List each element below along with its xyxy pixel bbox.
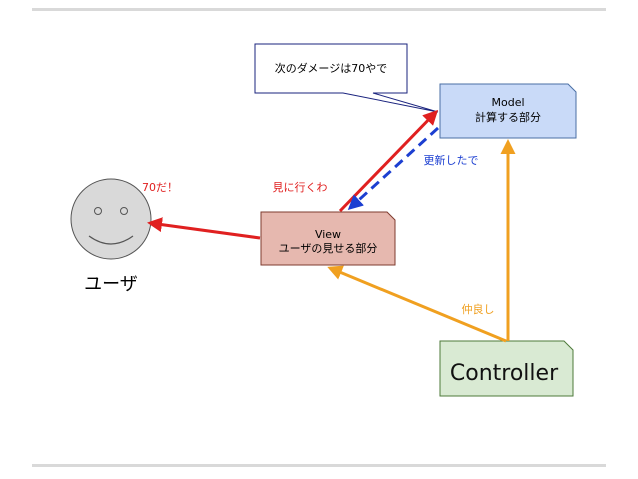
- top-divider: [32, 8, 606, 11]
- model-subtitle: 計算する部分: [475, 110, 541, 124]
- user-node: ユーザ: [70, 178, 152, 295]
- controller-label: Controller: [450, 361, 559, 386]
- arrow-controller-to-view: [327, 265, 507, 343]
- view-box: [260, 211, 396, 266]
- smiley-face-icon: [70, 178, 152, 260]
- label-view-to-user: 70だ！: [142, 181, 178, 194]
- label-controller-to-view: 仲良し: [462, 302, 495, 316]
- smiley-right-eye: [120, 207, 128, 215]
- model-box: [439, 83, 577, 139]
- model-node: Model 計算する部分: [439, 83, 577, 139]
- model-title: Model: [491, 96, 524, 109]
- view-subtitle: ユーザの見せる部分: [279, 241, 378, 255]
- user-label: ユーザ: [84, 274, 138, 295]
- bottom-divider: [32, 464, 606, 467]
- view-node: View ユーザの見せる部分: [260, 211, 396, 266]
- smiley-left-eye: [94, 207, 102, 215]
- controller-node: Controller: [439, 340, 574, 397]
- callout-bubble: [254, 43, 439, 113]
- arrow-view-to-user: [147, 217, 261, 240]
- label-model-to-view: 更新したで: [424, 153, 479, 167]
- callout-text: 次のダメージは70やで: [275, 61, 387, 75]
- smiley-mouth: [88, 235, 134, 245]
- view-title: View: [315, 228, 341, 241]
- label-view-to-model: 見に行くわ: [273, 181, 328, 194]
- arrow-view-to-model: [338, 109, 439, 213]
- arrow-model-to-view: [347, 126, 440, 211]
- speech-callout: 次のダメージは70やで: [254, 43, 439, 113]
- controller-box: [439, 340, 574, 397]
